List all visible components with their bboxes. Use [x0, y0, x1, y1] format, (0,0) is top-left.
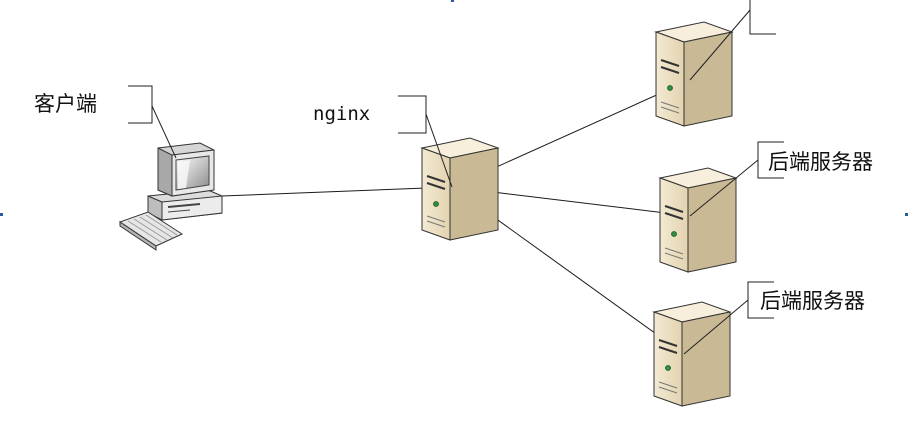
edge-marker-right	[905, 213, 908, 216]
nginx-label: nginx	[313, 103, 370, 125]
nginx-callout: nginx	[313, 95, 453, 188]
backend-3-callout: 后端服务器	[683, 281, 865, 355]
edge-marker-left	[0, 213, 3, 216]
backend-2-callout: 后端服务器	[689, 141, 873, 217]
client-label: 客户端	[34, 92, 97, 116]
client-computer-icon	[118, 142, 223, 251]
backend-2-label: 后端服务器	[768, 150, 873, 174]
backend-1-callout	[689, 0, 776, 81]
nginx-server-icon	[420, 137, 500, 241]
connection-client-nginx	[221, 186, 453, 197]
backend-3-label: 后端服务器	[760, 289, 865, 313]
edge-marker-top	[451, 0, 454, 2]
backend-server-2-icon	[658, 167, 738, 273]
backend-server-3-icon	[652, 301, 732, 407]
client-callout: 客户端	[34, 85, 177, 159]
backend-server-1-icon	[654, 21, 734, 127]
